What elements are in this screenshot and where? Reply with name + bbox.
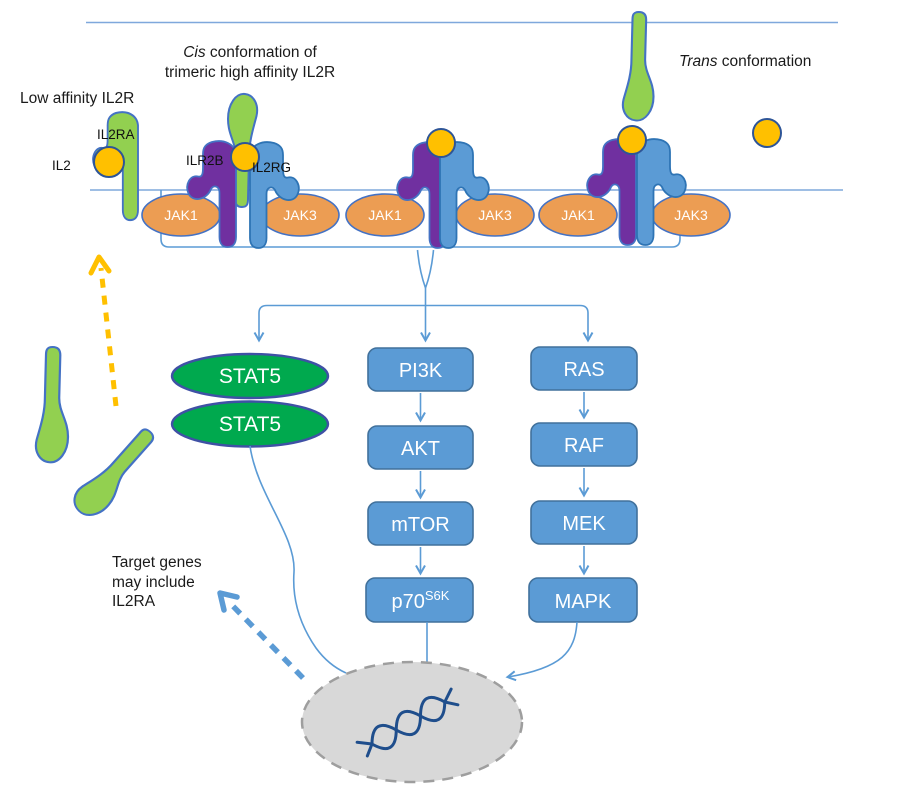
mapk-label: MAPK (555, 591, 612, 613)
mek-node (530, 500, 638, 545)
akt-label: AKT (401, 438, 440, 460)
il2ra-recycling-dashed-arrow (98, 267, 119, 407)
mapk-node (528, 577, 638, 623)
stat5-oval-top (170, 352, 330, 400)
low-affinity-label: Low affinity IL2R (20, 90, 134, 107)
ras-node (530, 346, 638, 391)
il2-ligand-low-affinity (93, 146, 125, 178)
target-genes-note: Target genes may include IL2RA (112, 554, 202, 610)
stat5-to-nucleus-line (249, 445, 347, 674)
jak-kinases: JAK1 JAK3 JAK1 JAK3 JAK1 JAK3 (141, 193, 731, 237)
mek-label: MEK (562, 513, 606, 535)
target-genes-line3: IL2RA (112, 593, 156, 610)
target-genes-arrowhead (217, 590, 240, 613)
raf-label: RAF (564, 435, 604, 457)
ras-label: RAS (563, 359, 604, 381)
target-genes-line1: Target genes (112, 554, 202, 571)
free-il2ra-receptor-2 (67, 419, 163, 525)
il2-label: IL2 (52, 158, 71, 173)
il2ra-label: IL2RA (97, 127, 135, 142)
akt-node (367, 425, 474, 470)
signal-funnel (416, 249, 435, 289)
jak-label: JAK3 (674, 207, 708, 223)
cis-conformation-label-line1: Cis conformation of (183, 44, 317, 61)
il2ra-recycling-arrowhead (88, 254, 112, 276)
jak-label: JAK3 (283, 207, 317, 223)
signal-distributor (253, 304, 594, 343)
receptor-complex-bracket (160, 190, 681, 248)
stat5-label: STAT5 (219, 413, 281, 436)
cis-conformation-label-line2: trimeric high affinity IL2R (165, 64, 335, 81)
il2-ligand-cis (230, 142, 260, 172)
jak-label: JAK1 (164, 207, 198, 223)
pi3k-label: PI3K (399, 360, 443, 382)
il2ra-receptor-trans (621, 10, 655, 122)
free-il2ra-receptor-1 (34, 345, 70, 464)
mapk-to-nucleus-arrow (505, 621, 578, 682)
ilr2b-label: ILR2B (186, 153, 224, 168)
trans-conformation-label: Trans conformation (679, 53, 811, 70)
il2-ligand-middle (426, 128, 456, 158)
il2rg-label: IL2RG (252, 160, 291, 175)
mtor-label: mTOR (391, 514, 450, 536)
il2-ligand-trans (617, 125, 647, 155)
raf-node (530, 422, 638, 467)
il2-ligand-free (752, 118, 782, 148)
p70s6k-node (365, 577, 474, 623)
mapk-cascade: RAS RAF MEK MAPK (528, 346, 638, 623)
dna-helix-icon (355, 687, 460, 758)
pi3k-cascade: PI3K AKT mTOR p70S6K (365, 347, 474, 623)
nucleus (300, 660, 524, 784)
pi3k-node (367, 347, 474, 392)
target-genes-line2: may include (112, 574, 195, 591)
jak-label: JAK3 (478, 207, 512, 223)
p70s6k-label: p70S6K (392, 588, 450, 613)
jak1-oval-3 (538, 193, 618, 237)
nucleus-to-target-genes-dashed-arrow (226, 599, 305, 680)
jak1-oval-2 (345, 193, 425, 237)
stat5-label: STAT5 (219, 365, 281, 388)
jak-label: JAK1 (368, 207, 402, 223)
mtor-node (367, 501, 474, 546)
jak-label: JAK1 (561, 207, 595, 223)
